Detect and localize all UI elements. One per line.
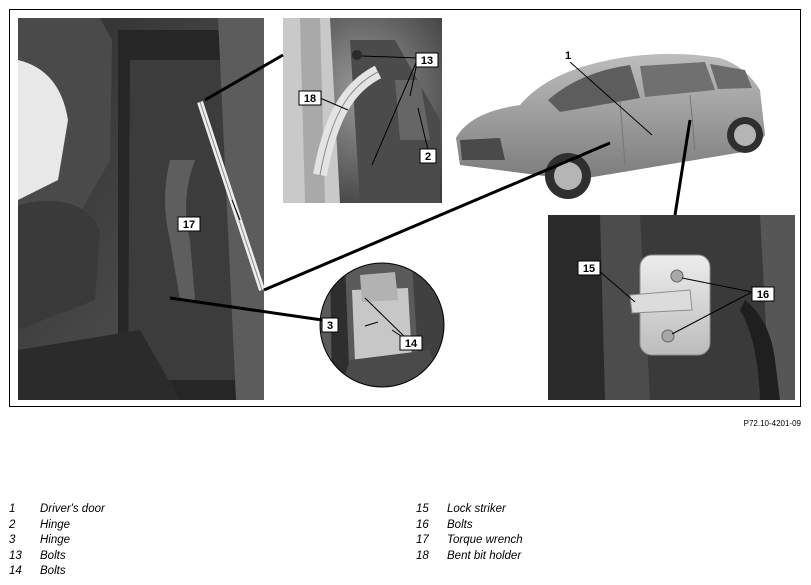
callout-13-label: 13 [421,55,433,67]
car-illustration [456,53,765,199]
callout-2-label: 2 [425,151,431,163]
legend-item: 17 Torque wrench [416,533,523,549]
callout-17: 17 [177,216,201,232]
callout-16: 16 [751,286,775,302]
legend-item: 16 Bolts [416,518,523,534]
legend-label: Bent bit holder [447,549,522,562]
callout-16-label: 16 [757,289,769,301]
callout-3-label: 3 [327,320,333,332]
callout-3: 3 [321,317,339,333]
legend-item: 3 Hinge [9,533,105,549]
legend-item: 1 Driver's door [9,502,105,518]
connector-lines [169,53,692,322]
legend-label: Bolts [40,565,66,577]
callout-15-label: 15 [583,263,595,275]
callout-14: 14 [399,335,423,351]
legend-right: 15 Lock striker 16 Bolts 17 Torque wrench 1… [416,502,523,564]
legend-label: Driver's door [40,503,105,515]
callout-17-label: 17 [183,219,195,231]
legend-number: 2 [9,518,16,531]
legend-label: Torque wrench [447,534,523,546]
callout-13: 13 [415,52,439,68]
figure-reference: P72.10-4201-09 [743,419,801,428]
legend-item: 13 Bolts [9,549,105,565]
callout-1-label: 1 [565,50,571,62]
door-hinge-diagram: 1 17 18 13 2 3 14 15 16 [18,18,795,400]
legend-number: 15 [416,503,429,515]
callout-14-label: 14 [405,338,418,350]
callout-15: 15 [577,260,601,276]
legend-number: 16 [416,518,429,531]
callout-2: 2 [419,148,437,164]
legend-number: 17 [416,534,429,546]
legend-number: 14 [9,565,22,577]
callout-1: 1 [561,49,575,62]
legend-label: Hinge [40,534,71,546]
legend-label: Bolts [40,549,66,562]
lower-hinge-detail [319,262,445,388]
legend-label: Hinge [40,518,71,531]
callout-18-label: 18 [304,93,316,105]
door-pillar-photo [18,18,265,400]
legend-number: 3 [9,534,16,546]
legend-number: 18 [416,549,429,562]
legend-label: Lock striker [447,503,506,515]
callout-18: 18 [298,90,322,106]
legend-item: 2 Hinge [9,518,105,534]
legend-item: 18 Bent bit holder [416,549,523,565]
lock-striker-photo [548,215,795,400]
legend-item: 15 Lock striker [416,502,523,518]
legend-item: 14 Bolts [9,564,105,580]
legend-number: 1 [9,503,16,515]
hinge-detail-photo [283,18,442,203]
legend-number: 13 [9,549,22,562]
legend-label: Bolts [447,518,473,531]
callout-leaders [231,55,753,343]
